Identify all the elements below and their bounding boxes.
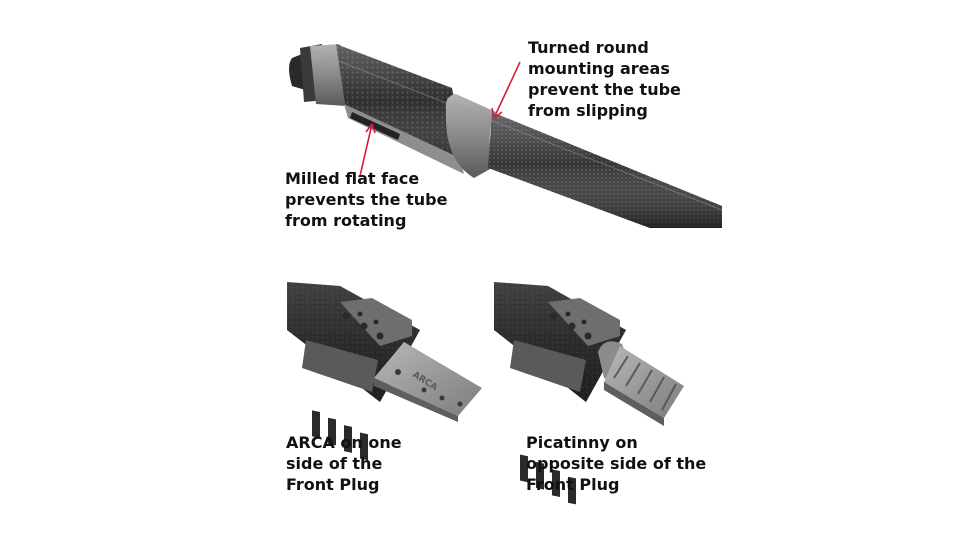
callout-arrow-turned <box>491 61 521 119</box>
caption-line: Front Plug <box>286 475 380 494</box>
callout-arrow-milled <box>359 123 376 177</box>
caption-turned-mounting-areas: Turned round mounting areas prevent the … <box>528 37 681 121</box>
caption-picatinny: Picatinny on opposite side of the Front … <box>526 432 706 495</box>
arca-front-plug: ARCA <box>287 282 482 461</box>
caption-milled-flat-face: Milled flat face prevents the tube from … <box>285 168 447 231</box>
caption-line: opposite side of the <box>526 454 707 473</box>
caption-line: side of the <box>286 454 383 473</box>
caption-arca: ARCA on one side of the Front Plug <box>286 432 402 495</box>
caption-line: ARCA on one <box>286 433 402 452</box>
caption-line: Front Plug <box>526 475 620 494</box>
caption-line: mounting areas <box>528 59 670 78</box>
caption-line: from slipping <box>528 101 648 120</box>
caption-line: from rotating <box>285 211 407 230</box>
caption-line: prevent the tube <box>528 80 681 99</box>
caption-line: Milled flat face <box>285 169 420 188</box>
picatinny-front-plug <box>494 282 684 505</box>
rear-mounting-band <box>310 44 346 106</box>
caption-line: Picatinny on <box>526 433 638 452</box>
caption-line: prevents the tube <box>285 190 448 209</box>
main-tube <box>289 44 723 228</box>
caption-line: Turned round <box>528 38 649 57</box>
milled-flat-face <box>344 104 464 174</box>
middle-mounting-band <box>445 94 496 178</box>
arca-plate <box>374 342 482 416</box>
